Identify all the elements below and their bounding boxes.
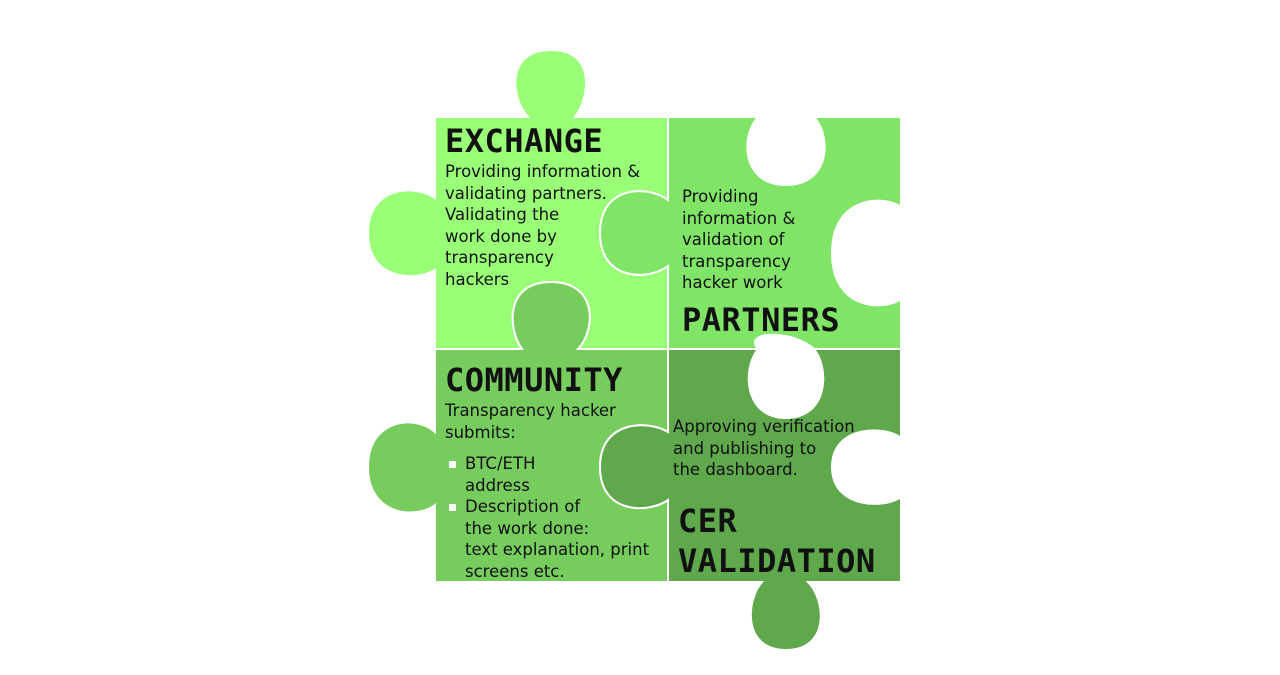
community-text-block: COMMUNITY Transparency hacker submits: B… bbox=[445, 360, 649, 582]
cer-line: and publishing to bbox=[673, 438, 817, 458]
cer-validation-title: CER VALIDATION bbox=[678, 501, 876, 581]
exchange-title: EXCHANGE bbox=[445, 122, 604, 160]
bullet-line: screens etc. bbox=[465, 561, 565, 581]
partners-line: hacker work bbox=[682, 273, 783, 292]
cer-line: Approving verification bbox=[673, 417, 855, 436]
exchange-line: Validating the bbox=[445, 205, 560, 224]
bullet-line: BTC/ETH bbox=[465, 454, 536, 473]
exchange-line: work done by bbox=[445, 226, 557, 246]
exchange-line: Providing information & bbox=[445, 162, 641, 181]
partners-line: information & bbox=[682, 208, 796, 228]
bullet-line: address bbox=[465, 475, 530, 495]
community-intro-line: Transparency hacker bbox=[445, 401, 616, 420]
community-bullet-item: BTC/ETH address bbox=[445, 453, 649, 496]
exchange-text-block: EXCHANGE Providing information & validat… bbox=[445, 121, 640, 290]
bullet-line: text explanation, print bbox=[465, 540, 650, 559]
community-intro: Transparency hacker submits: bbox=[445, 400, 649, 443]
square-bullet-icon bbox=[449, 461, 456, 468]
cer-line: the dashboard. bbox=[673, 460, 798, 479]
square-bullet-icon bbox=[449, 504, 456, 511]
puzzle-piece-cer-validation bbox=[598, 348, 902, 652]
cer-validation-description: Approving verification and publishing to… bbox=[673, 416, 876, 481]
community-bullet-list: BTC/ETH address Description of the work … bbox=[445, 453, 649, 582]
cer-title-line: CER bbox=[678, 501, 738, 540]
bullet-line: Description of bbox=[465, 497, 581, 516]
puzzle-piece-partners bbox=[598, 116, 902, 350]
exchange-line: validating partners. bbox=[445, 183, 607, 203]
partners-line: validation of bbox=[682, 230, 785, 249]
exchange-line: transparency bbox=[445, 248, 554, 267]
exchange-line: hackers bbox=[445, 269, 510, 289]
bullet-line: the work done: bbox=[465, 518, 590, 538]
partners-title: PARTNERS bbox=[682, 300, 841, 339]
partners-line: Providing bbox=[682, 187, 759, 206]
community-bullet-item: Description of the work done: text expla… bbox=[445, 496, 649, 582]
partners-description: Providing information & validation of tr… bbox=[682, 186, 840, 294]
partners-text-block: Providing information & validation of tr… bbox=[682, 186, 840, 340]
community-title: COMMUNITY bbox=[445, 361, 623, 399]
exchange-description: Providing information & validating partn… bbox=[445, 161, 640, 290]
cer-validation-text-block: Approving verification and publishing to… bbox=[673, 416, 876, 581]
community-intro-line: submits: bbox=[445, 422, 516, 442]
cer-title-line: VALIDATION bbox=[678, 541, 876, 580]
partners-line: transparency bbox=[682, 251, 791, 271]
